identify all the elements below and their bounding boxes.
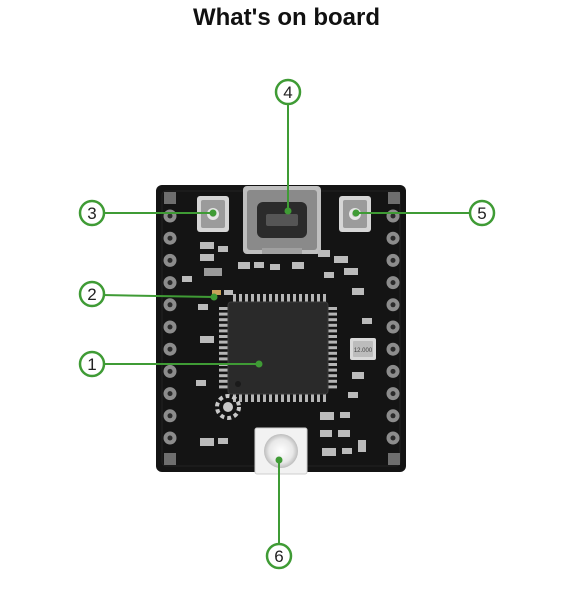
leader-dot-5 <box>352 209 360 217</box>
corner-pad <box>164 453 176 465</box>
page-title: What's on board <box>192 4 381 31</box>
leader-dot-4 <box>284 207 292 215</box>
callout-2-number: 2 <box>87 285 96 304</box>
corner-pad <box>388 453 400 465</box>
callout-6: 6 <box>265 542 293 570</box>
callout-1-number: 1 <box>87 355 96 374</box>
smd-components <box>182 242 372 456</box>
corner-pad <box>388 192 400 204</box>
rgb-led <box>254 427 308 475</box>
crystal-label: 12.000 <box>354 348 373 354</box>
leader-line-2 <box>101 294 215 298</box>
callout-3-number: 3 <box>87 204 96 223</box>
gear-logo <box>215 394 241 420</box>
corner-pad <box>164 192 176 204</box>
callout-5-number: 5 <box>477 204 486 223</box>
callout-1: 1 <box>78 350 106 378</box>
callout-5: 5 <box>468 199 496 227</box>
mcu-chip <box>227 301 329 395</box>
callouts: 1 2 3 4 5 6 <box>78 78 496 570</box>
leader-dot-1 <box>255 360 263 368</box>
callout-2: 2 <box>78 280 106 308</box>
leader-dot-3 <box>209 209 217 217</box>
callout-4-number: 4 <box>283 83 292 102</box>
right-header-pins <box>386 209 400 445</box>
crystal-oscillator: 12.000 <box>350 338 376 360</box>
callout-3: 3 <box>78 199 106 227</box>
callout-4: 4 <box>274 78 302 106</box>
callout-6-number: 6 <box>274 547 283 566</box>
usb-c-connector <box>243 186 321 254</box>
left-header-pins <box>163 209 177 445</box>
leader-dot-2 <box>210 293 218 301</box>
leader-dot-6 <box>275 456 283 464</box>
